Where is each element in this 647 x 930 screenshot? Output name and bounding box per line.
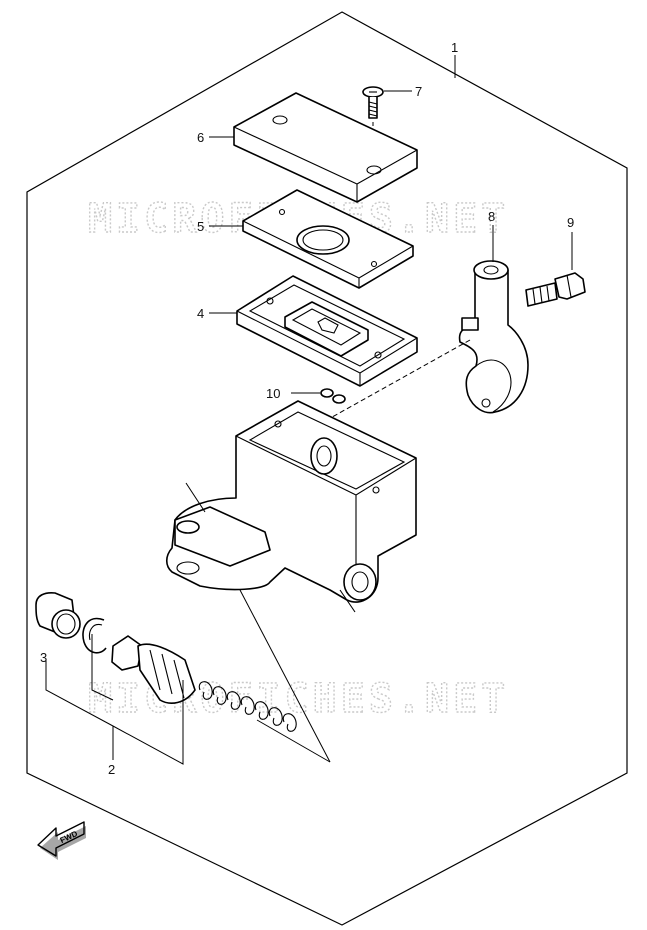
assembly-outline xyxy=(26,11,628,926)
callout-2: 2 xyxy=(108,762,115,777)
callout-8: 8 xyxy=(488,209,495,224)
screw-part xyxy=(362,86,384,119)
fwd-arrow-icon: FWD xyxy=(37,821,86,860)
callout-6: 6 xyxy=(197,130,204,145)
clamp-part xyxy=(458,260,529,414)
callout-7: 7 xyxy=(415,84,422,99)
piston-part xyxy=(111,635,196,704)
spring-part xyxy=(198,681,297,732)
bolt-part xyxy=(525,272,586,307)
master-cylinder-body xyxy=(165,400,417,613)
boot-part xyxy=(35,592,81,639)
o-ring-part xyxy=(320,388,346,404)
callout-4: 4 xyxy=(197,306,204,321)
callout-10: 10 xyxy=(266,386,280,401)
callout-5: 5 xyxy=(197,219,204,234)
diaphragm-part xyxy=(236,275,418,387)
snap-ring-part xyxy=(82,617,107,654)
callout-3: 3 xyxy=(40,650,47,665)
callout-1: 1 xyxy=(451,40,458,55)
callout-9: 9 xyxy=(567,215,574,230)
reservoir-cap-part xyxy=(233,92,418,203)
diaphragm-plate-part xyxy=(242,189,414,289)
